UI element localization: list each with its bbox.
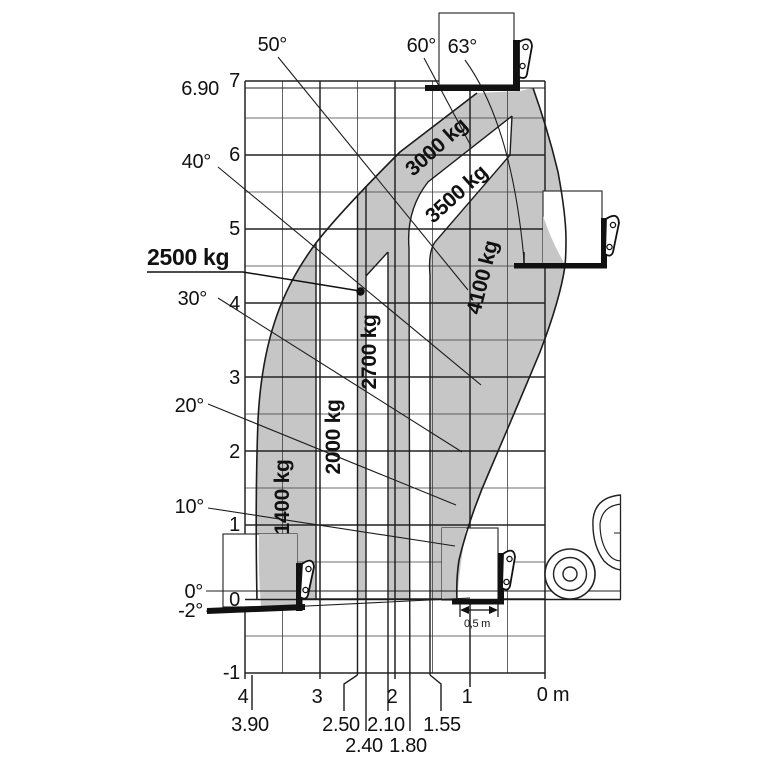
callout-leader: [147, 271, 361, 292]
y-tick: 0: [229, 589, 240, 611]
leader-63: [464, 59, 525, 261]
y-tick: 2: [229, 441, 240, 463]
x-tick: 2: [387, 686, 398, 708]
zone-label-2700: 2700 kg: [358, 315, 381, 390]
boundary-verticals: [251, 115, 513, 732]
vehicle-illustration: [544, 494, 622, 600]
angle-20: 20°: [175, 395, 204, 417]
dimension-label: 0,5 m: [464, 618, 490, 630]
zone-label-1400: 1400 kg: [271, 460, 294, 535]
reach-label-180: 1.80: [389, 735, 427, 757]
load-box-right: [542, 190, 603, 267]
reach-label-210: 2.10: [367, 714, 405, 736]
fork-offset-dimension: 0,5 m: [459, 603, 499, 630]
bracket-hole: [522, 43, 529, 51]
zone-white-3500: [408, 116, 512, 600]
reach-label-240: 2.40: [345, 735, 383, 757]
max-height-label: 6.90: [181, 78, 219, 100]
fork-tine: [207, 604, 305, 614]
callout-2500-label: 2500 kg: [147, 244, 229, 270]
leader-20: [207, 403, 457, 506]
bracket-hole: [519, 62, 526, 70]
bracket-hole: [506, 555, 513, 563]
vehicle-body-outline: [592, 494, 622, 571]
fork-icon-top: [425, 38, 533, 91]
angle-0: 0°: [184, 581, 203, 603]
leader-50: [277, 56, 469, 291]
x-axis-labels: 4 3 2 1 0 m 3.90 2.50 2.10 1.55 2.40 1.8…: [231, 684, 569, 757]
y-tick: 4: [229, 293, 240, 315]
bracket-hole: [609, 221, 617, 229]
x-tick: 3: [312, 686, 323, 708]
fork-icon-bottom-left: [207, 559, 315, 614]
y-tick: -1: [223, 662, 240, 684]
load-box-top: [438, 12, 515, 86]
zone-white-2700: [366, 252, 388, 600]
inner-boundary-curve: [455, 87, 567, 601]
patch-right-box: [543, 216, 566, 266]
angle-60: 60°: [407, 35, 436, 57]
y-tick: 1: [229, 514, 240, 536]
angle-30: 30°: [178, 288, 207, 310]
angle-minus2: -2°: [178, 600, 203, 622]
fork-icon-right: [514, 214, 620, 269]
y-axis-labels: 7 6 5 4 3 2 1 0 -1 6.90: [181, 70, 240, 684]
angle-50: 50°: [258, 34, 287, 56]
vehicle-body-inner: [599, 503, 622, 562]
patch-bottom-center-box: [442, 528, 466, 600]
zone-white-2000: [316, 170, 358, 600]
bracket-hole: [305, 565, 312, 573]
x-tick: 4: [238, 686, 249, 708]
wheel-icon: [544, 548, 596, 600]
fork-tine: [452, 599, 504, 605]
fork-bracket: [604, 214, 620, 257]
outer-envelope-curve: [255, 92, 478, 601]
rated-load-callout: 2500 kg: [147, 244, 365, 296]
bracket-hole: [606, 243, 613, 251]
bracket-hole: [302, 586, 309, 594]
bracket-hole: [503, 578, 510, 586]
y-tick: 5: [229, 218, 240, 240]
fork-icon-bottom-center: [452, 549, 516, 605]
wheel-rim: [552, 556, 588, 592]
y-tick: 7: [229, 70, 240, 92]
angle-63: 63°: [448, 36, 477, 58]
y-tick: 3: [229, 367, 240, 389]
angle-labels: 50° 60° 63° 40° 30° 20° 10° 0° -2°: [175, 34, 478, 622]
leader-10: [207, 507, 456, 547]
fork-tine: [425, 85, 520, 91]
leader-60: [423, 57, 472, 147]
dimension-arrow-left: [460, 606, 469, 614]
leader-40: [217, 166, 482, 386]
zone-patches-over-boxes: [258, 216, 566, 607]
angle-40: 40°: [182, 151, 211, 173]
dimension-arrow-right: [489, 606, 498, 614]
y-tick: 6: [229, 144, 240, 166]
wheel-hub: [562, 566, 578, 582]
x-tick: 1: [462, 686, 473, 708]
patch-bottom-left-box: [258, 534, 297, 607]
angle-10: 10°: [175, 496, 204, 518]
callout-point: [356, 287, 365, 296]
reach-label-390: 3.90: [231, 714, 269, 736]
leader-30: [217, 297, 463, 453]
fork-tine: [514, 263, 607, 269]
reach-label-155: 1.55: [423, 714, 461, 736]
reach-label-250: 2.50: [322, 714, 360, 736]
zone-label-2000: 2000 kg: [322, 400, 345, 475]
x-unit-label: 0 m: [537, 684, 569, 706]
